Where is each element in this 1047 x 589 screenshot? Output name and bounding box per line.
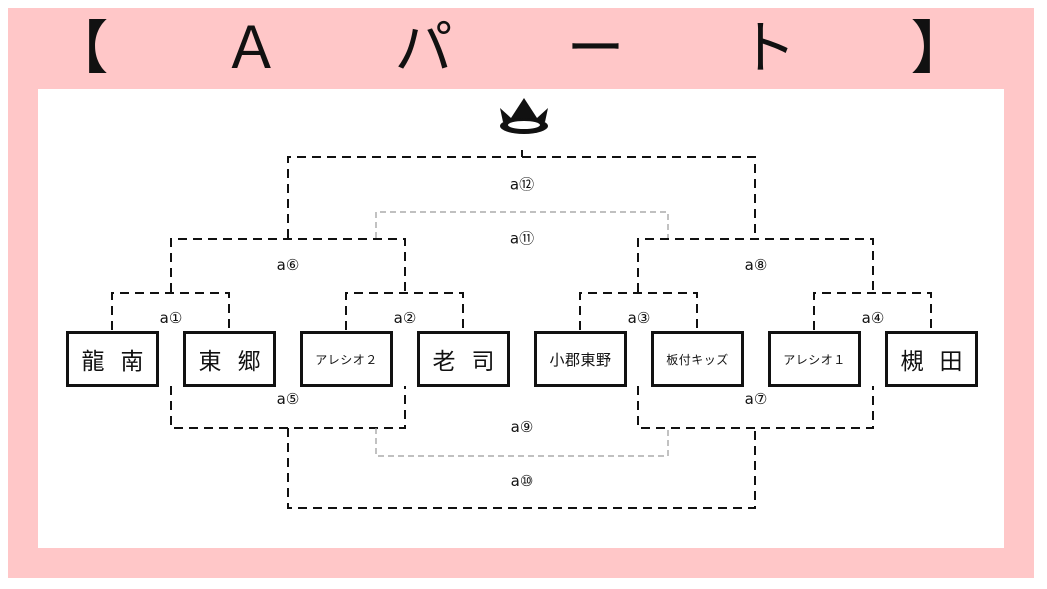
match-label-a2: a② (393, 309, 417, 327)
team-box-1: 龍南 (66, 331, 159, 387)
team-box-6: 板付キッズ (651, 331, 744, 387)
team-box-8: 槻田 (885, 331, 978, 387)
match-label-a11: a⑪ (509, 229, 535, 248)
bracket-line-a10 (287, 428, 756, 509)
match-label-a10: a⑩ (510, 472, 534, 490)
bracket-line-a3 (579, 292, 698, 330)
match-label-a3: a③ (627, 309, 651, 327)
match-label-a1: a① (159, 309, 183, 327)
match-label-a6: a⑥ (276, 256, 300, 274)
team-box-5: 小郡東野 (534, 331, 627, 387)
bracket-line-a12 (287, 150, 756, 238)
match-label-a7: a⑦ (744, 390, 768, 408)
match-label-a12: a⑫ (509, 175, 535, 194)
bracket-line-a7 (637, 386, 874, 429)
bracket-line-a2 (345, 292, 464, 330)
page-title: 【 Ａ パ ー ト 】 (50, 14, 997, 82)
bracket-line-a8 (637, 238, 874, 292)
bracket-line-a11 (375, 211, 669, 238)
team-box-2: 東郷 (183, 331, 276, 387)
match-label-a9: a⑨ (510, 418, 534, 436)
match-label-a4: a④ (861, 309, 885, 327)
bracket-line-a1 (111, 292, 230, 330)
bracket-line-a9 (375, 428, 669, 457)
bracket-line-a6 (170, 238, 406, 292)
match-label-a5: a⑤ (276, 390, 300, 408)
match-label-a8: a⑧ (744, 256, 768, 274)
team-box-3: アレシオ２ (300, 331, 393, 387)
bracket-panel (38, 89, 1004, 548)
bracket-line-a4 (813, 292, 932, 330)
team-box-4: 老司 (417, 331, 510, 387)
team-box-7: アレシオ１ (768, 331, 861, 387)
crown-icon (500, 98, 548, 134)
